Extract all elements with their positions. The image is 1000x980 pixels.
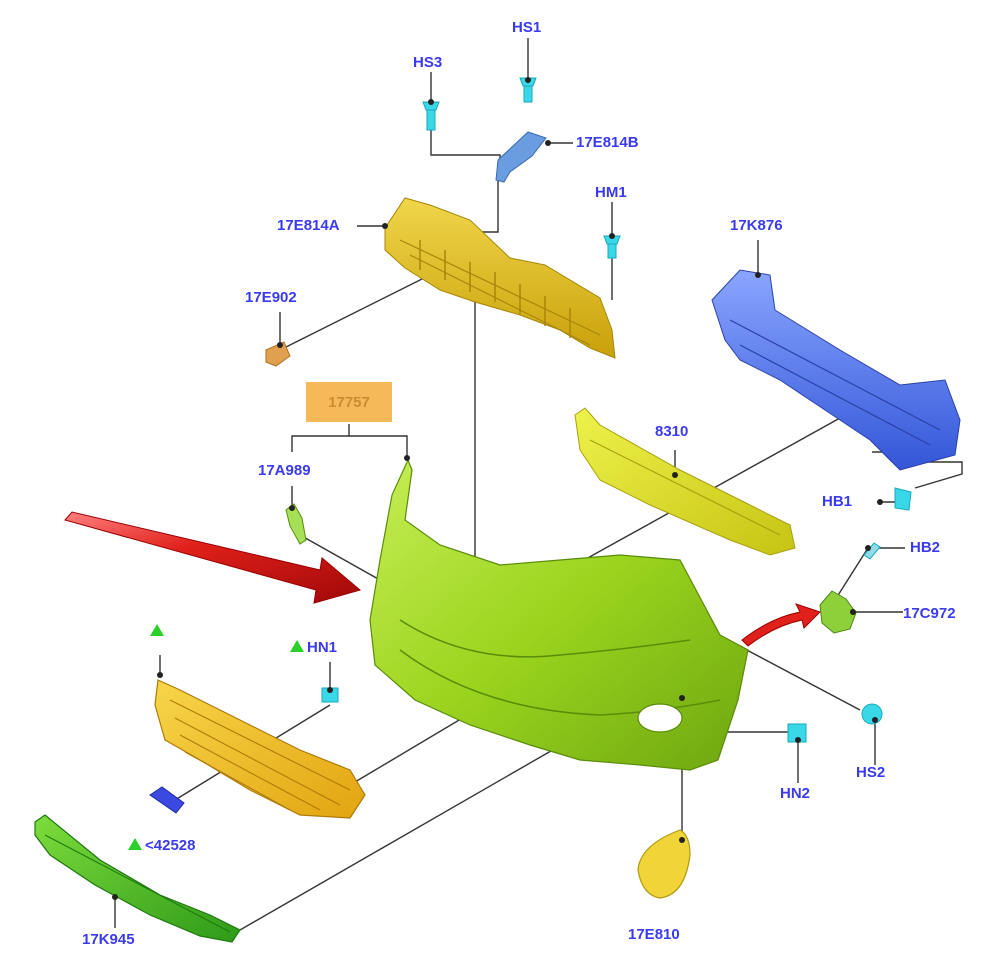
emblem-clip [149,786,185,814]
clip-fastener-icon [321,687,339,703]
label-17e902: 17E902 [245,289,297,306]
clip-fastener-icon [894,487,912,511]
label-hs3: HS3 [413,54,443,71]
clip-fastener-icon [519,77,537,103]
leader-dots [112,77,883,900]
label-hm1: HM1 [595,184,627,201]
label-hn1: HN1 [307,639,338,656]
label-hs1: HS1 [512,19,542,36]
bracket-17E814B [495,131,547,183]
label-17k945: 17K945 [82,931,135,948]
label-42528: <42528 [145,837,196,854]
fog-lamp-cover [637,829,691,899]
callout-box-17757: 17757 [306,382,392,422]
lower-grille [34,814,241,943]
label-hn2: HN2 [780,785,811,802]
energy-absorber [574,407,796,556]
label-17e810: 17E810 [628,926,680,943]
label-17e814a: 17E814A [277,217,340,234]
clip-fastener-icon [861,703,883,725]
clip-fastener-icon [603,235,621,259]
label-hb2: HB2 [910,539,941,556]
bracket-17A989 [285,503,307,545]
bumper-cover [369,458,749,771]
label-17k876: 17K876 [730,217,783,234]
leader-lines [114,38,963,931]
green-triangle-icon [128,838,142,850]
label-8310: 8310 [655,423,689,440]
red-arrow-icon [741,603,821,647]
upper-grille-support [384,197,616,359]
green-triangle-icon [290,640,304,652]
label-hn1-group: HN1 [290,640,337,656]
label-17c972: 17C972 [903,605,956,622]
green-triangle-icon [150,624,167,640]
label-17a989: 17A989 [258,462,311,479]
clip-fastener-icon [422,101,440,131]
clip-fastener-icon [787,723,807,743]
bracket-17C972 [819,590,857,634]
label-17e814b: 17E814B [576,134,639,151]
label-hb1: HB1 [822,493,853,510]
impact-bar [711,269,961,471]
upper-grille [154,679,366,819]
label-42528-group: <42528 [128,838,195,854]
label-hs2: HS2 [856,764,886,781]
red-arrow-icon [64,511,362,604]
